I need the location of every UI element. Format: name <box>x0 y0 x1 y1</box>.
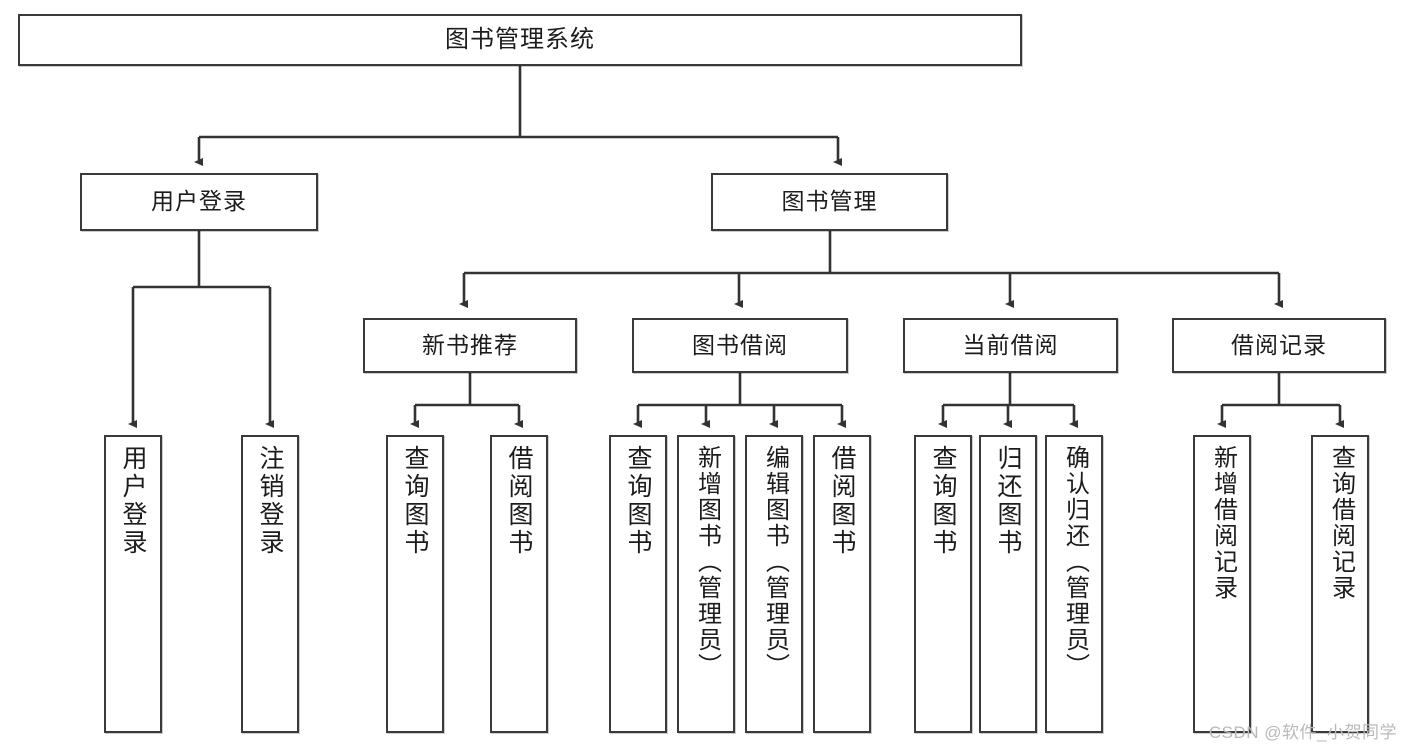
node-label: 归还图书 <box>994 445 1022 557</box>
node-label: 借阅图书 <box>828 445 856 557</box>
node-borrowing-record[interactable]: 借阅记录 <box>1172 318 1386 373</box>
leaf-edit-book-admin[interactable]: 编辑图书（管理员） <box>745 435 803 733</box>
node-label: 用户登录 <box>151 188 247 215</box>
node-label: 新书推荐 <box>422 331 518 358</box>
leaf-logout[interactable]: 注销登录 <box>241 435 299 733</box>
leaf-return-book[interactable]: 归还图书 <box>979 435 1037 733</box>
node-label: 借阅图书 <box>505 445 533 557</box>
watermark: CSDN @软件_小贺同学 <box>1208 723 1397 742</box>
node-label: 用户登录 <box>119 445 147 557</box>
leaf-query-book-current[interactable]: 查询图书 <box>914 435 972 733</box>
node-label: 借阅记录 <box>1231 331 1327 358</box>
leaf-query-borrow-record[interactable]: 查询借阅记录 <box>1311 435 1369 733</box>
leaf-add-borrow-record[interactable]: 新增借阅记录 <box>1193 435 1251 733</box>
node-label: 查询图书 <box>401 445 429 557</box>
node-user-login[interactable]: 用户登录 <box>80 173 318 231</box>
node-root-book-management-system[interactable]: 图书管理系统 <box>18 14 1022 66</box>
node-label: 查询图书 <box>624 445 652 557</box>
node-label: 新增图书（管理员） <box>693 445 721 679</box>
node-new-book-recommendation[interactable]: 新书推荐 <box>363 318 577 373</box>
node-label: 图书借阅 <box>692 331 788 358</box>
node-label: 当前借阅 <box>962 331 1059 358</box>
node-label: 新增借阅记录 <box>1209 445 1237 601</box>
leaf-borrow-book[interactable]: 借阅图书 <box>813 435 871 733</box>
node-book-management[interactable]: 图书管理 <box>711 173 948 231</box>
leaf-add-book-admin[interactable]: 新增图书（管理员） <box>677 435 735 733</box>
node-label: 注销登录 <box>256 445 284 557</box>
leaf-user-login[interactable]: 用户登录 <box>104 435 162 733</box>
node-book-borrowing[interactable]: 图书借阅 <box>632 318 848 373</box>
leaf-query-book-new-rec[interactable]: 查询图书 <box>386 435 444 733</box>
node-label: 查询借阅记录 <box>1327 445 1355 601</box>
node-label: 编辑图书（管理员） <box>761 445 789 679</box>
node-label: 图书管理 <box>781 188 878 215</box>
leaf-query-book-borrow[interactable]: 查询图书 <box>609 435 667 733</box>
leaf-confirm-return-admin[interactable]: 确认归还（管理员） <box>1045 435 1103 733</box>
leaf-borrow-book-new-rec[interactable]: 借阅图书 <box>490 435 548 733</box>
node-label: 图书管理系统 <box>445 25 595 53</box>
node-label: 查询图书 <box>929 445 957 557</box>
node-current-borrowing[interactable]: 当前借阅 <box>903 318 1118 373</box>
node-label: 确认归还（管理员） <box>1061 445 1089 679</box>
